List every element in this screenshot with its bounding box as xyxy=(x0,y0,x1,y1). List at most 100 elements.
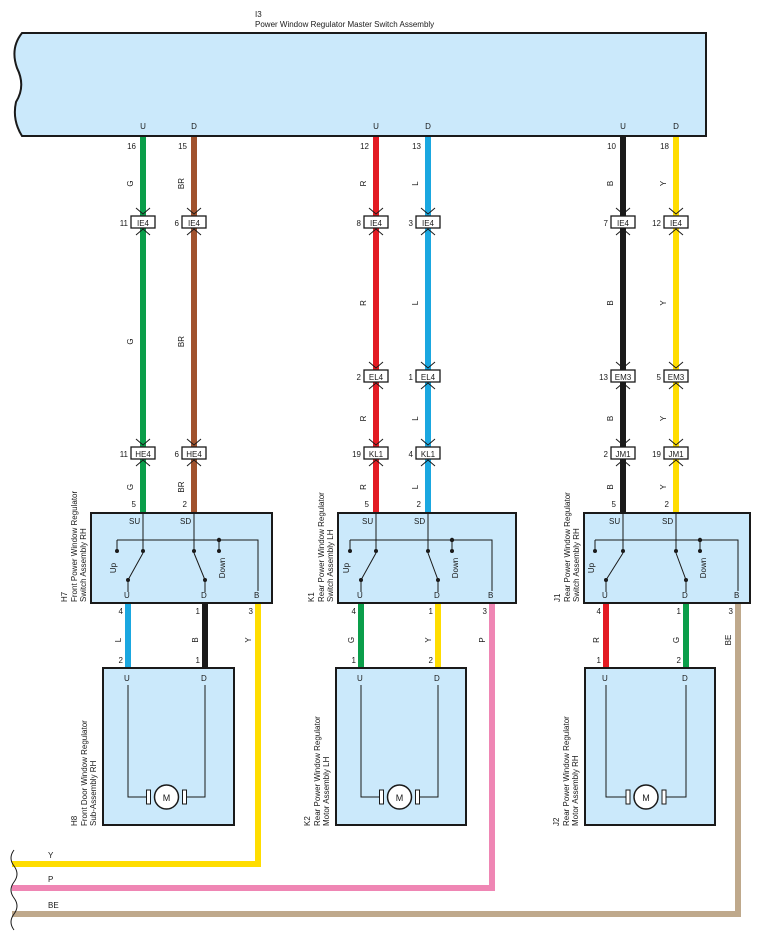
motor-internal-line xyxy=(360,685,380,798)
switch-pin-label: U xyxy=(124,591,130,600)
switch-pin-number: 3 xyxy=(249,607,254,616)
connector-name: EL4 xyxy=(369,373,384,382)
connector-chevron xyxy=(668,228,684,236)
connector-chevron xyxy=(368,228,384,236)
switch-pin-number: 5 xyxy=(612,500,617,509)
motor-pin-number: 1 xyxy=(352,656,357,665)
switch-junction-dot xyxy=(697,537,703,543)
connector-name: EL4 xyxy=(421,373,436,382)
connector-chevron xyxy=(186,228,202,236)
master-pin-number: 16 xyxy=(127,142,136,151)
motor-name-line1: Front Door Window Regulator xyxy=(80,720,89,826)
wire-color-label: G xyxy=(347,637,356,643)
switch-name-line2: Switch Assembly RH xyxy=(79,528,88,602)
inline-connector xyxy=(415,215,441,229)
motor-pin-label: U xyxy=(602,674,608,683)
master-switch-box xyxy=(13,32,707,137)
switch-contact-dot xyxy=(192,549,196,553)
switch-contact-dot xyxy=(698,549,702,553)
switch-up-label: Up xyxy=(109,562,118,573)
wire-break-line xyxy=(10,849,18,931)
motor-name-line1: Rear Power Window Regulator xyxy=(562,716,571,826)
inline-connector xyxy=(663,215,689,229)
connector-chevron xyxy=(368,459,384,467)
connector-pin: 3 xyxy=(409,219,414,228)
wire-color-label: Y xyxy=(659,484,668,490)
motor-pin-label: D xyxy=(434,674,440,683)
switch-contact-dot xyxy=(436,578,440,582)
master-pin-number: 13 xyxy=(412,142,421,151)
connector-pin: 2 xyxy=(604,450,609,459)
wire-color-label: G xyxy=(126,338,135,344)
switch-name-line1: Rear Power Window Regulator xyxy=(563,492,572,602)
connector-chevron xyxy=(135,438,151,446)
switch-pin-number: 2 xyxy=(183,500,188,509)
master-pin-label: D xyxy=(191,122,197,131)
wire-color-label: L xyxy=(411,416,420,421)
inline-connector xyxy=(181,215,207,229)
wire-color-label: Y xyxy=(424,637,433,643)
motor-internal-line xyxy=(605,685,626,798)
switch-pin-label: D xyxy=(201,591,207,600)
wire-color-label: R xyxy=(359,300,368,306)
wire-color-label: B xyxy=(606,484,615,489)
connector-name: HE4 xyxy=(186,450,202,459)
switch-pin-number: 3 xyxy=(483,607,488,616)
master-switch-name: Power Window Regulator Master Switch Ass… xyxy=(255,20,434,29)
motor-code: J2 xyxy=(552,817,561,826)
wire-color-label: BR xyxy=(177,481,186,492)
connector-name: HE4 xyxy=(135,450,151,459)
motor-name-line2: Motor Assembly RH xyxy=(571,755,580,826)
master-pin-label: D xyxy=(425,122,431,131)
connector-pin: 13 xyxy=(599,373,608,382)
motor-brush xyxy=(182,789,187,805)
wire-color-label: R xyxy=(359,484,368,490)
motor-name-line2: Motor Assembly LH xyxy=(322,756,331,826)
connector-chevron xyxy=(186,438,202,446)
connector-pin: 2 xyxy=(357,373,362,382)
inline-connector xyxy=(363,446,389,460)
connector-chevron xyxy=(135,228,151,236)
switch-up-label: Up xyxy=(587,562,596,573)
wire-color-label: L xyxy=(411,181,420,186)
switch-pin-label: B xyxy=(734,591,739,600)
switch-code: J1 xyxy=(553,593,562,602)
bus-wire-label: BE xyxy=(48,901,59,910)
inline-connector xyxy=(363,215,389,229)
master-pin-number: 10 xyxy=(607,142,616,151)
connector-pin: 5 xyxy=(657,373,662,382)
connector-pin: 19 xyxy=(652,450,661,459)
motor-name-line2: Sub-Assembly RH xyxy=(89,760,98,826)
wire-color-label: B xyxy=(606,416,615,421)
motor-name-line1: Rear Power Window Regulator xyxy=(313,716,322,826)
connector-name: IE4 xyxy=(137,219,150,228)
wire-color-label: G xyxy=(126,484,135,490)
motor-pin-number: 2 xyxy=(119,656,124,665)
motor-internal-line xyxy=(666,685,687,798)
master-pin-number: 18 xyxy=(660,142,669,151)
switch-code: K1 xyxy=(307,592,316,602)
switch-pin-number: 4 xyxy=(119,607,124,616)
motor-icon xyxy=(386,784,413,810)
motor-brush xyxy=(146,789,151,805)
motor-internal-line xyxy=(186,685,206,798)
motor-pin-number: 2 xyxy=(429,656,434,665)
switch-pin-label: B xyxy=(254,591,259,600)
switch-internal-line xyxy=(117,539,259,591)
switch-contact-dot xyxy=(141,549,145,553)
motor-pin-label: D xyxy=(682,674,688,683)
inline-connector xyxy=(610,446,636,460)
connector-name: EM3 xyxy=(668,373,685,382)
connector-chevron xyxy=(368,382,384,390)
inline-connector xyxy=(663,369,689,383)
inline-connector xyxy=(130,215,156,229)
switch-down-label: Down xyxy=(699,558,708,578)
wire-color-label: BE xyxy=(724,635,733,646)
motor-code: H8 xyxy=(70,815,79,826)
inline-connector xyxy=(415,369,441,383)
motor-brush xyxy=(661,789,667,805)
switch-contact-dot xyxy=(593,549,597,553)
wire-y xyxy=(12,604,261,867)
connector-chevron xyxy=(420,438,436,446)
